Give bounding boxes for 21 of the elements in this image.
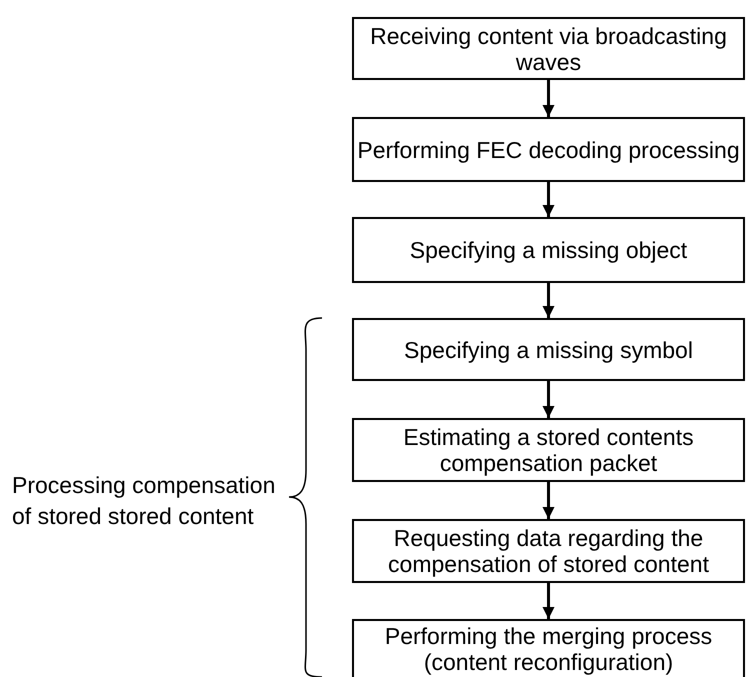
step-text: Specifying a missing object [410,237,688,263]
step-text: Requesting data regarding the compensation of stored content [387,525,710,577]
process-box [352,418,745,482]
arrow [542,182,554,217]
step-text: Estimating a stored contents compensation packet [402,424,695,476]
arrow [542,583,554,619]
arrow [542,482,554,519]
arrow [542,283,554,318]
process-box [352,17,745,80]
arrow [542,381,554,418]
group-label: Processing compensation of stored stored content [12,471,276,531]
process-box [352,519,745,583]
process-box [352,318,745,381]
step-text: Performing the merging process (content reconfiguration) [384,623,714,675]
process-box [352,619,745,677]
step-text: Specifying a missing symbol [404,336,693,362]
step-text: Performing FEC decoding processing [357,136,740,162]
step-text: Receiving content via broadcasting waves [369,22,728,74]
process-box [352,117,745,182]
process-box [352,217,745,283]
arrow [542,80,554,117]
